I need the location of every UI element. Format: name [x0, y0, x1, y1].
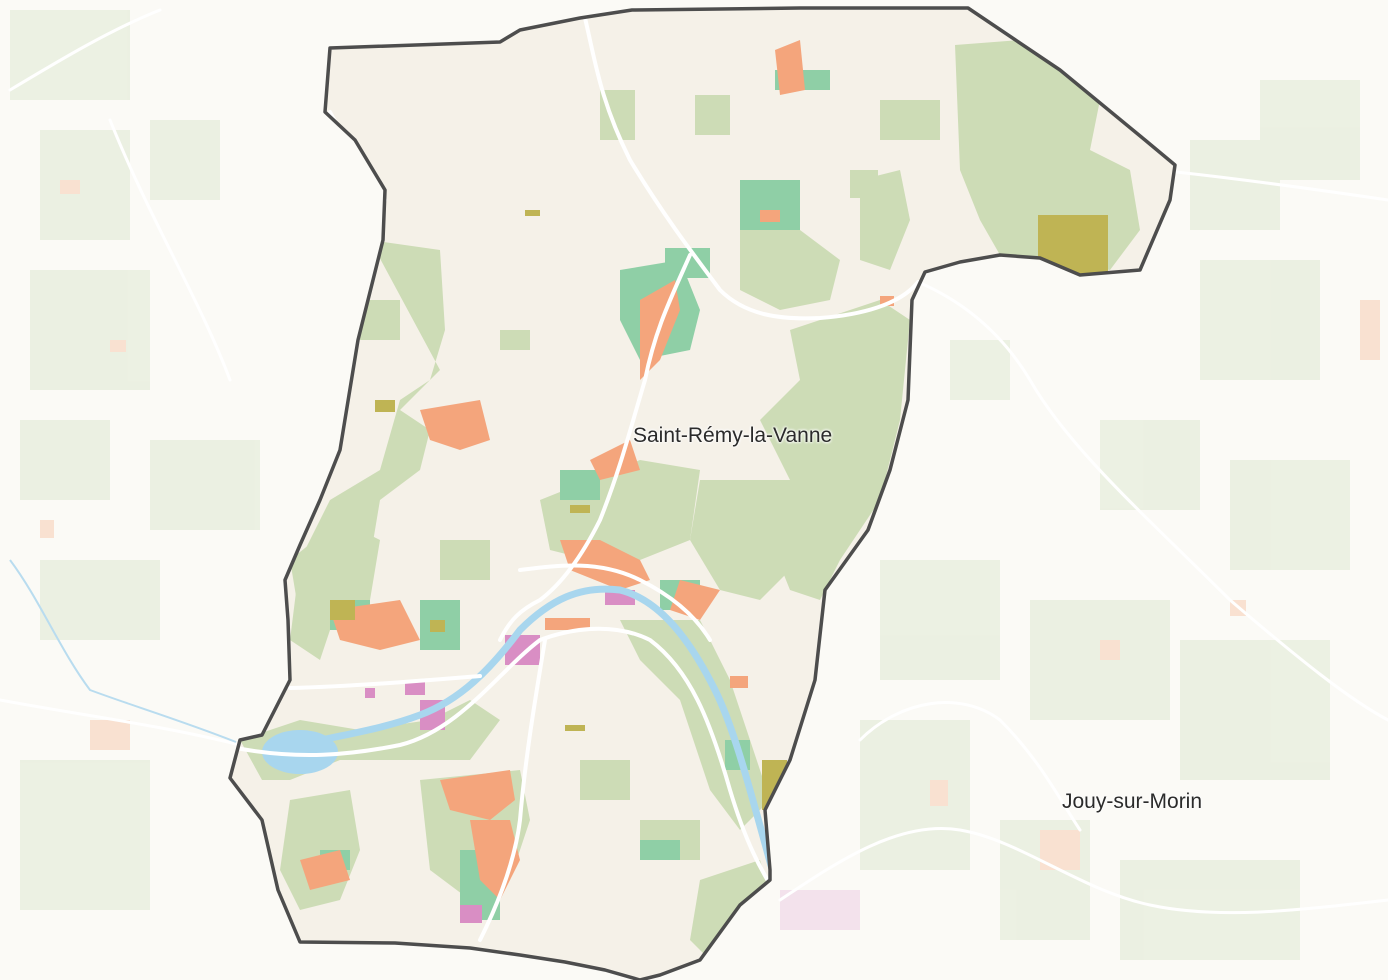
surrounding-area	[10, 10, 1380, 960]
outside-roads	[0, 8, 1388, 915]
commune-border	[228, 6, 1177, 980]
place-label-saint-remy[interactable]: Saint-Rémy-la-Vanne	[633, 424, 833, 447]
commune-roads	[234, 16, 920, 942]
river-vanne	[296, 585, 779, 884]
pond	[262, 730, 338, 774]
stream-west	[9, 559, 237, 743]
place-label-jouy-sur-morin[interactable]: Jouy-sur-Morin	[1062, 790, 1203, 813]
industrial-areas	[365, 590, 635, 923]
